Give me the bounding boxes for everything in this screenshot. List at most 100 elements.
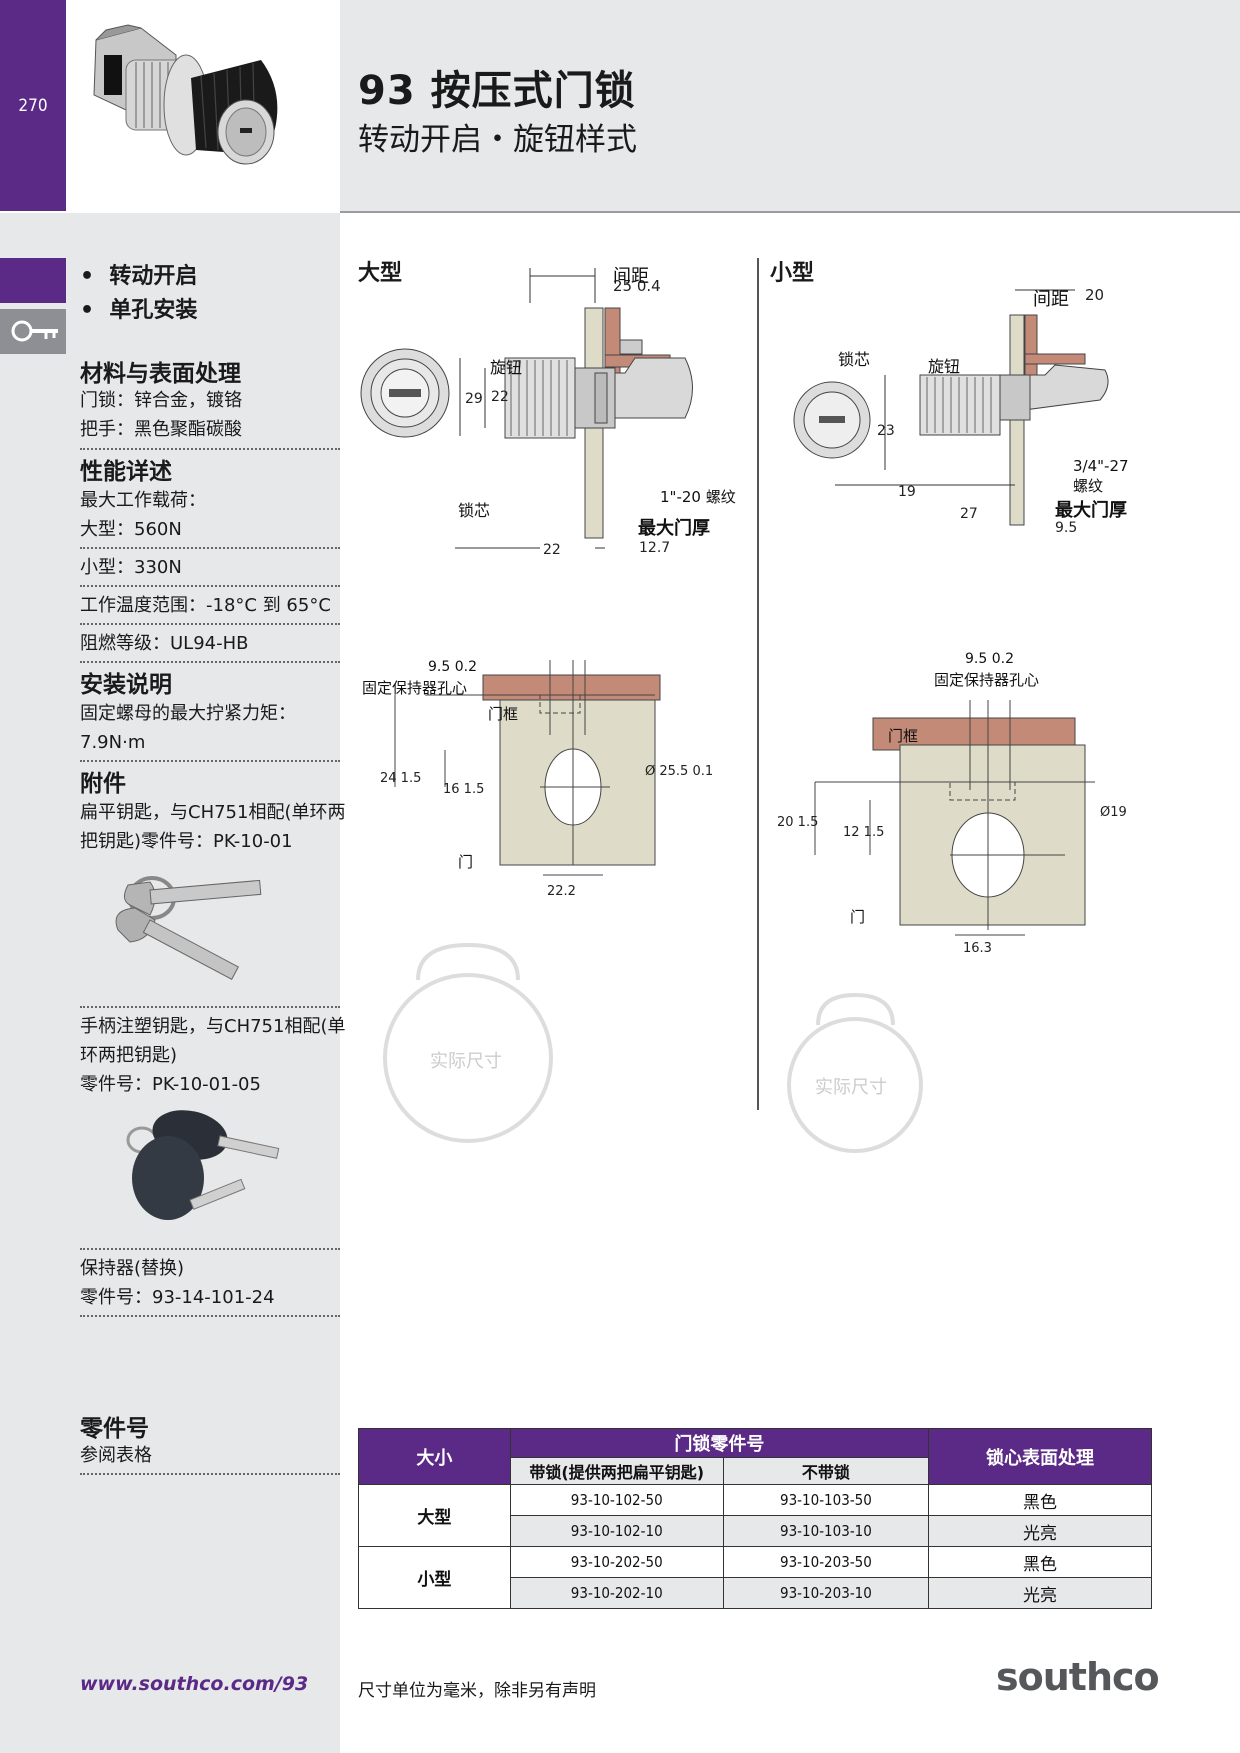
small-side-drawing: 20 23 19 27 9.5 bbox=[793, 286, 1109, 536]
retainer-dim: 9.5 0.2 bbox=[965, 651, 1014, 667]
finish-cell: 光亮 bbox=[928, 1515, 1152, 1547]
thread-label: 1"-20 螺纹 bbox=[660, 488, 736, 506]
max-door-label: 最大门厚 bbox=[638, 518, 710, 539]
with-lock-cell: 93-10-202-10 bbox=[509, 1577, 724, 1609]
large-side-drawing: 25 0.4 29 22 22 12.7 bbox=[360, 268, 693, 558]
large-load: 大型：560N bbox=[80, 519, 182, 540]
svg-text:22: 22 bbox=[491, 389, 509, 405]
footer-link[interactable]: www.southco.com/93 bbox=[80, 1673, 309, 1695]
col-size: 大小 bbox=[358, 1428, 511, 1485]
large-cutout-drawing: 24 1.5 16 1.5 Ø 25.5 0.1 22.2 bbox=[380, 660, 713, 899]
thread-label: 3/4"-27 bbox=[1073, 457, 1129, 475]
svg-text:12 1.5: 12 1.5 bbox=[843, 825, 884, 840]
molded-keys-photo bbox=[120, 1100, 290, 1234]
divider bbox=[80, 1248, 340, 1250]
svg-text:Ø 25.5 0.1: Ø 25.5 0.1 bbox=[645, 764, 713, 779]
actual-size-label: 实际尺寸 bbox=[815, 1077, 887, 1098]
finish-cell: 光亮 bbox=[928, 1577, 1152, 1609]
divider bbox=[80, 760, 340, 762]
spacing-label: 间距 bbox=[1033, 289, 1069, 310]
svg-text:29: 29 bbox=[465, 391, 483, 407]
temp-range: 工作温度范围：-18°C 到 65°C bbox=[80, 595, 331, 616]
sidebar bbox=[0, 213, 340, 1753]
svg-text:Ø19: Ø19 bbox=[1100, 805, 1127, 820]
feature-bullet: • 转动开启 bbox=[80, 264, 198, 289]
svg-text:20: 20 bbox=[1085, 286, 1104, 304]
knob-label: 旋钮 bbox=[490, 358, 523, 377]
material-line: 门锁：锌合金，镀铬 bbox=[80, 390, 242, 411]
key-tab bbox=[0, 309, 66, 354]
install-line: 固定螺母的最大拧紧力矩： bbox=[80, 703, 296, 724]
retainer-text: 保持器(替换) bbox=[80, 1258, 185, 1279]
no-lock-cell: 93-10-103-50 bbox=[722, 1484, 930, 1516]
no-lock-cell: 93-10-203-50 bbox=[722, 1546, 930, 1578]
header-band bbox=[340, 0, 1240, 213]
key-icon bbox=[11, 320, 58, 342]
molded-key-text: 手柄注塑钥匙，与CH751相配(单 bbox=[80, 1016, 346, 1037]
divider bbox=[80, 623, 340, 625]
material-line: 把手：黑色聚酯碳酸 bbox=[80, 419, 242, 440]
svg-text:22: 22 bbox=[543, 542, 561, 558]
knob-label: 旋钮 bbox=[928, 357, 961, 376]
units-footnote: 尺寸单位为毫米，除非另有声明 bbox=[358, 1681, 596, 1701]
page-number: 270 bbox=[18, 96, 48, 116]
divider bbox=[80, 1315, 340, 1317]
core-label: 锁芯 bbox=[838, 350, 871, 369]
actual-size-outline-small bbox=[787, 992, 923, 1153]
actual-size-outline-large bbox=[383, 942, 553, 1143]
install-line: 7.9N·m bbox=[80, 732, 146, 753]
size-cell: 小型 bbox=[358, 1546, 511, 1609]
divider bbox=[80, 1473, 340, 1475]
flame-rating: 阻燃等级：UL94-HB bbox=[80, 633, 249, 654]
svg-text:12.7: 12.7 bbox=[639, 540, 670, 556]
with-lock-cell: 93-10-102-50 bbox=[509, 1484, 724, 1516]
page-subtitle: 转动开启・旋钮样式 bbox=[358, 122, 637, 158]
col-with-lock: 带锁(提供两把扁平钥匙) bbox=[509, 1457, 724, 1485]
part-no-heading: 零件号 bbox=[80, 1416, 149, 1442]
retainer-center-label: 固定保持器孔心 bbox=[934, 671, 1040, 689]
spacing-value: 25 0.4 bbox=[613, 277, 661, 295]
small-cutout-drawing: 20 1.5 12 1.5 Ø19 16.3 bbox=[777, 700, 1127, 956]
actual-size-label: 实际尺寸 bbox=[430, 1051, 502, 1072]
door-label: 门 bbox=[458, 853, 474, 871]
feature-bullet: • 单孔安装 bbox=[80, 298, 198, 323]
page-title: 93 按压式门锁 bbox=[358, 68, 636, 114]
table-row: 大型 93-10-102-50 93-10-103-50 黑色 bbox=[358, 1484, 1152, 1547]
table-row: 93-10-202-10 93-10-203-10 光亮 bbox=[359, 1577, 1152, 1609]
with-lock-cell: 93-10-102-10 bbox=[509, 1515, 724, 1547]
flat-key-text: 把钥匙)零件号：PK-10-01 bbox=[80, 831, 293, 852]
svg-text:24 1.5: 24 1.5 bbox=[380, 771, 421, 786]
col-no-lock: 不带锁 bbox=[722, 1457, 930, 1485]
materials-heading: 材料与表面处理 bbox=[80, 361, 241, 387]
molded-key-text: 零件号：PK-10-01-05 bbox=[80, 1074, 261, 1095]
performance-heading: 性能详述 bbox=[80, 459, 172, 485]
parts-table: 大小 门锁零件号 锁心表面处理 带锁(提供两把扁平钥匙) 不带锁 大型 93-1… bbox=[358, 1428, 1152, 1609]
max-load-label: 最大工作载荷： bbox=[80, 490, 206, 511]
small-load: 小型：330N bbox=[80, 557, 182, 578]
svg-text:16 1.5: 16 1.5 bbox=[443, 782, 484, 797]
product-photo bbox=[66, 0, 340, 211]
svg-text:20 1.5: 20 1.5 bbox=[777, 815, 818, 830]
column-divider bbox=[757, 258, 759, 1110]
table-row: 93-10-102-10 93-10-103-10 光亮 bbox=[359, 1515, 1152, 1547]
southco-logo: southco bbox=[996, 1655, 1160, 1699]
retainer-text: 零件号：93-14-101-24 bbox=[80, 1287, 275, 1308]
col-partno: 门锁零件号 bbox=[509, 1428, 930, 1458]
svg-text:22.2: 22.2 bbox=[547, 884, 576, 899]
flat-key-text: 扁平钥匙，与CH751相配(单环两 bbox=[80, 802, 346, 823]
frame-label: 门框 bbox=[888, 727, 919, 745]
thread-label: 螺纹 bbox=[1073, 477, 1104, 495]
size-cell: 大型 bbox=[358, 1484, 511, 1547]
max-door-label: 最大门厚 bbox=[1055, 500, 1127, 521]
svg-text:27: 27 bbox=[960, 506, 978, 522]
finish-cell: 黑色 bbox=[928, 1546, 1152, 1578]
no-lock-cell: 93-10-103-10 bbox=[722, 1515, 930, 1547]
no-lock-cell: 93-10-203-10 bbox=[722, 1577, 930, 1609]
divider bbox=[80, 661, 340, 663]
frame-label: 门框 bbox=[488, 705, 519, 723]
svg-text:19: 19 bbox=[898, 484, 916, 500]
svg-text:9.5: 9.5 bbox=[1055, 520, 1077, 536]
divider bbox=[80, 1006, 340, 1008]
finish-cell: 黑色 bbox=[928, 1484, 1152, 1516]
with-lock-cell: 93-10-202-50 bbox=[509, 1546, 724, 1578]
